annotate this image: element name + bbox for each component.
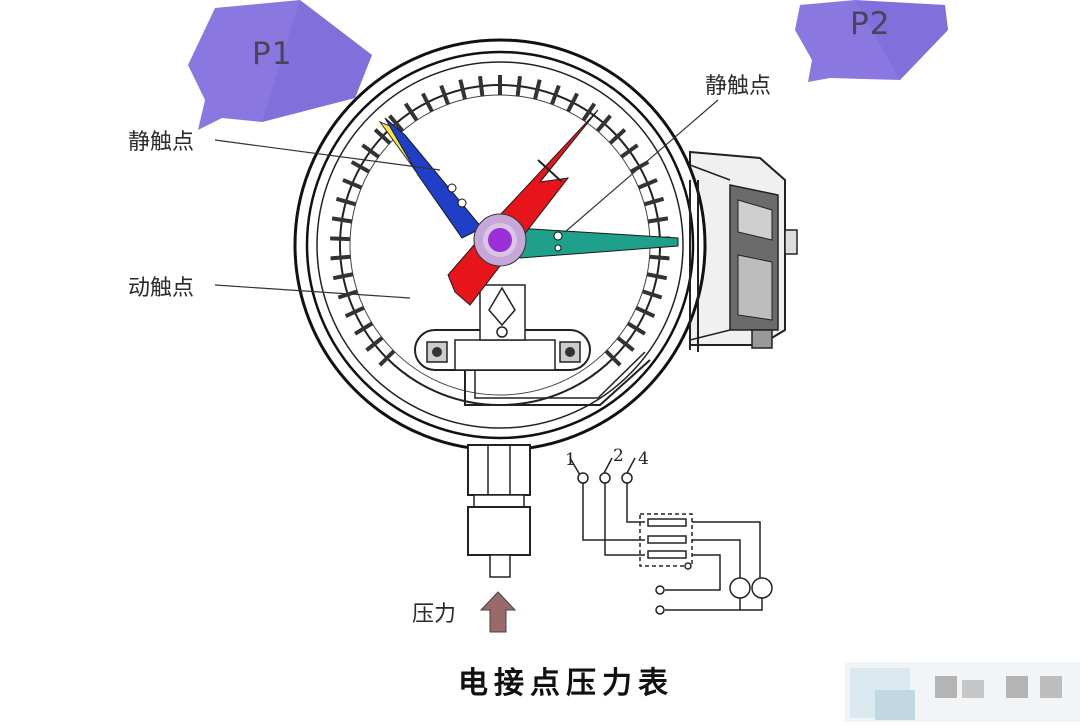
diagram-caption: 电接点压力表 — [458, 666, 674, 701]
wiring-schematic — [569, 457, 773, 615]
dial-tick — [629, 160, 650, 174]
dial-tick — [604, 349, 622, 367]
dial-tick — [635, 305, 656, 318]
dial-tick — [378, 349, 396, 367]
dial-tick — [403, 102, 419, 122]
pressure-arrow-icon — [479, 591, 517, 633]
dial-scale — [330, 75, 670, 367]
dial-tick — [649, 254, 670, 261]
dial-tick — [581, 102, 597, 122]
dial-tick — [335, 196, 357, 207]
dial-tick — [344, 305, 365, 318]
dial-tick — [647, 216, 669, 224]
moving-contact-label: 动触点 — [128, 276, 195, 301]
dial-tick — [350, 160, 371, 174]
dial-tick — [566, 92, 579, 113]
static-contact-label-left: 静触点 — [128, 130, 195, 155]
pressure-label: 压力 — [412, 602, 457, 627]
dial-tick — [515, 75, 522, 97]
dial-tick — [637, 178, 658, 190]
watermark-blur — [845, 662, 1080, 722]
dial-tick — [550, 84, 561, 105]
dial-tick — [608, 128, 627, 145]
dial-tick — [373, 128, 392, 145]
static-contact-label-right: 静触点 — [705, 74, 772, 99]
terminal-2-label: 2 — [613, 446, 624, 466]
dial-tick — [330, 254, 351, 261]
dial-tick — [626, 321, 646, 336]
dial-tick — [354, 321, 374, 336]
dial-tick — [478, 75, 485, 97]
terminal-4-label: 4 — [638, 449, 649, 469]
dial-tick — [342, 178, 363, 190]
dial-tick — [458, 79, 467, 100]
dial-tick — [642, 289, 663, 300]
movement-bracket — [414, 180, 699, 406]
dial-tick — [595, 114, 612, 133]
dial-tick — [533, 79, 542, 100]
dial-tick — [365, 336, 384, 352]
dial-tick — [643, 196, 665, 207]
terminal-1-label: 1 — [565, 450, 576, 470]
pressure-fitting — [467, 444, 531, 578]
callout-p2-label: P2 — [850, 6, 891, 42]
dial-tick — [388, 114, 405, 133]
callout-p1-label: P1 — [252, 36, 293, 72]
contact-pointers — [378, 109, 679, 306]
dial-tick — [646, 272, 668, 281]
dial-tick — [620, 143, 639, 159]
dial-tick — [421, 92, 434, 113]
dial-tick — [616, 336, 635, 352]
dial-tick — [439, 84, 450, 105]
dial-tick — [331, 216, 353, 224]
dial-tick — [332, 272, 354, 281]
callout-p1 — [188, 0, 372, 130]
junction-box — [689, 150, 798, 349]
leader-lines — [214, 99, 719, 299]
dial-tick — [330, 236, 351, 242]
callout-p2 — [795, 0, 948, 82]
dial-tick — [361, 143, 380, 159]
